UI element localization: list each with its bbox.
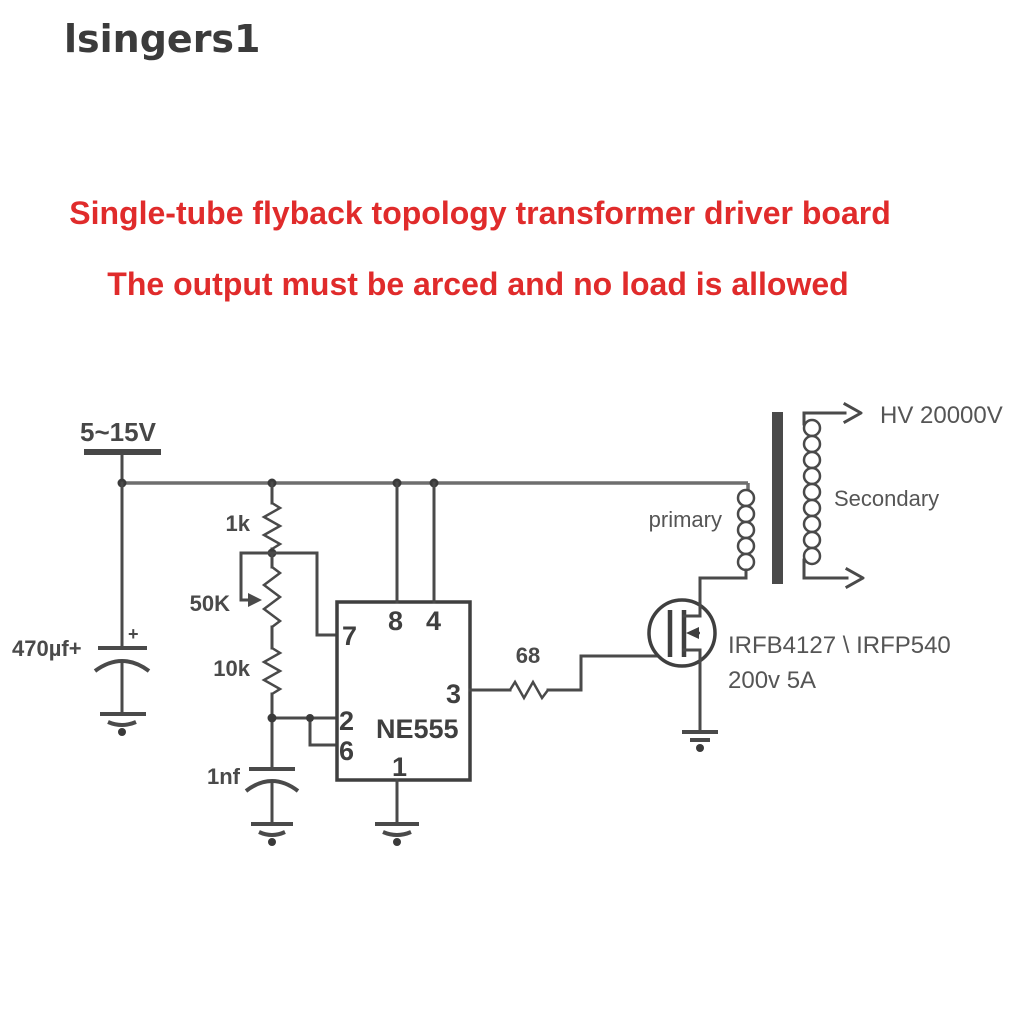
potentiometer-50k: 50K	[190, 551, 319, 650]
title-line-2: The output must be arced and no load is …	[107, 266, 848, 302]
ic-pin3-label: 3	[446, 679, 461, 709]
ic-pin4-label: 4	[426, 606, 441, 636]
mosfet-arrow	[686, 627, 699, 639]
supply-voltage-label: 5~15V	[80, 417, 157, 447]
mosfet: IRFB4127 \ IRFP540 200v 5A	[647, 576, 951, 752]
timing-capacitor-branch: 1nf	[207, 764, 300, 846]
primary-label: primary	[649, 507, 722, 532]
secondary-label: Secondary	[834, 486, 939, 511]
r2-zigzag	[261, 646, 283, 696]
mosfet-part-label: IRFB4127 \ IRFP540	[728, 632, 951, 659]
primary-winding	[736, 488, 756, 572]
gate-resistor-label: 68	[516, 643, 540, 668]
secondary-bottom-lead	[802, 558, 849, 580]
cap-polarity-plus: +	[128, 624, 139, 644]
pot-wiper-arrow	[248, 593, 262, 607]
ic-name-label: NE555	[376, 714, 459, 744]
secondary-top-lead	[802, 411, 847, 426]
secondary-top-arrow	[842, 401, 863, 425]
ic-pin7-label: 7	[342, 621, 357, 651]
ground-symbol	[100, 712, 146, 736]
flyback-transformer: primary Secondary HV 20000V	[649, 401, 1003, 590]
r2-value-label: 10k	[213, 656, 250, 681]
ic-body	[335, 600, 472, 782]
junction-dot	[267, 713, 277, 723]
secondary-bottom-arrow	[844, 566, 865, 590]
timing-cap-label: 1nf	[207, 764, 241, 789]
ic-pin6-label: 6	[339, 736, 354, 766]
gate-resistor-branch: 68	[468, 643, 672, 701]
r3-zigzag	[508, 679, 549, 701]
secondary-winding	[802, 401, 865, 590]
ground-symbol	[375, 822, 419, 846]
filter-cap-label: 470µf+	[12, 636, 82, 661]
resistor-1k: 1k	[226, 481, 283, 555]
pin6-jog-wire	[308, 716, 339, 747]
pin7-branch-wire	[315, 551, 339, 637]
gate-wire	[546, 654, 672, 692]
transformer-core	[772, 412, 783, 584]
power-supply: 5~15V	[80, 417, 161, 485]
ic-pin8-label: 8	[388, 606, 403, 636]
ground-symbol	[682, 730, 718, 752]
primary-bottom-lead	[698, 568, 748, 580]
ground-symbol	[251, 822, 293, 846]
mosfet-source-stub	[682, 648, 702, 733]
pot-value-label: 50K	[190, 591, 230, 616]
mosfet-rating-label: 200v 5A	[728, 667, 816, 694]
hv-output-label: HV 20000V	[880, 402, 1003, 429]
watermark-text: lsingers1	[64, 17, 261, 61]
junction-dot	[306, 714, 314, 722]
pot-wiper-wire	[239, 551, 250, 602]
filter-capacitor-branch: 470µf+ +	[12, 481, 151, 736]
ic-pin1-label: 1	[392, 752, 407, 782]
r1-zigzag	[261, 501, 283, 551]
ic-ground-branch	[375, 778, 419, 846]
ne555-ic: 7 8 4 3 2 6 1 NE555	[335, 600, 472, 782]
resistor-10k: 10k	[213, 646, 283, 770]
r1-value-label: 1k	[226, 511, 251, 536]
pot-zigzag	[261, 566, 283, 628]
ic-pin2-label: 2	[339, 706, 354, 736]
title-line-1: Single-tube flyback topology transformer…	[69, 195, 890, 231]
mosfet-drain-stub	[682, 576, 702, 618]
threshold-trigger-wiring	[267, 713, 339, 747]
